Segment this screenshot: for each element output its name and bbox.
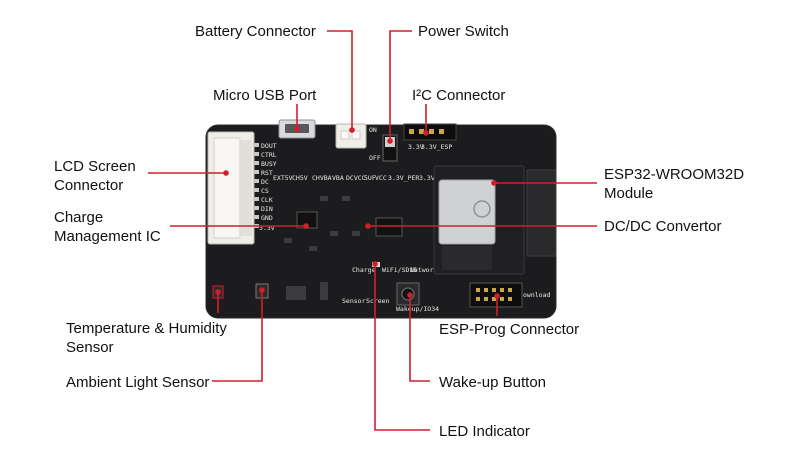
label-charge-management-ic: Charge Management IC (54, 208, 161, 246)
leader-led-dot (372, 261, 378, 267)
label-led-indicator: LED Indicator (439, 423, 530, 440)
leader-ambient-dot (259, 287, 265, 293)
dcdc-chip (375, 217, 403, 237)
label-charge-line1: Charge (54, 209, 104, 226)
silk-vcc: VCC (375, 174, 387, 182)
silk-download: ownload (523, 291, 550, 299)
silk-i2c-3v3: 3.3V (408, 143, 424, 151)
silk-i2c-3v3esp: 3.3V_ESP (421, 143, 452, 151)
leader-temp-dot (215, 289, 221, 295)
silk-gnd: GND (261, 214, 273, 222)
label-power-switch: Power Switch (418, 23, 509, 40)
silk-screen: Screen (366, 297, 390, 305)
leader-esp32-dot (491, 180, 497, 186)
silk-ch5v: CH5V (292, 174, 308, 182)
leader-charge-dot (303, 223, 309, 229)
silk-vba: VBA (332, 174, 344, 182)
silk-ctrl: CTRL (261, 151, 277, 159)
silk-wifi: WiFi/SD15 (382, 266, 417, 274)
silk-dcvcc: DCVCC (346, 174, 366, 182)
label-temp-line2: Sensor (66, 339, 114, 356)
leader-wakeup (409, 295, 430, 382)
label-wakeup-button: Wake-up Button (439, 374, 546, 391)
battery-connector (335, 123, 367, 149)
leader-battery-dot (349, 127, 355, 133)
silk-sensor: Sensor (342, 297, 366, 305)
leader-led (374, 264, 430, 431)
leader-usb-dot (294, 126, 300, 132)
leader-dcdc-dot (365, 223, 371, 229)
leader-espprog-dot (494, 293, 500, 299)
label-lcd-screen-connector: LCD Screen Connector (54, 157, 136, 195)
silk-3v3b: 3.3V (419, 174, 435, 182)
label-lcd-line2: Connector (54, 177, 124, 194)
silk-wakeup: Wakeup/IO34 (396, 305, 439, 313)
side-connector (526, 169, 557, 257)
i2c-header (403, 123, 457, 141)
silk-on: ON (369, 126, 377, 134)
silk-dout: DOUT (261, 142, 277, 150)
silk-chvba: CHVBA (312, 174, 332, 182)
label-i2c-connector: I²C Connector (412, 87, 506, 104)
esp32-wroom32d-module (433, 165, 525, 275)
leader-battery (327, 30, 353, 129)
label-dcdc-convertor: DC/DC Convertor (604, 218, 722, 235)
label-battery-connector: Battery Connector (195, 23, 316, 40)
label-charge-line2: Management IC (54, 228, 161, 245)
silk-charge: Charge (352, 266, 376, 274)
silk-dc: DC (261, 178, 269, 186)
leader-lines (148, 30, 597, 431)
silk-5uf: 5UF (364, 174, 376, 182)
leader-power (389, 30, 412, 141)
label-temp-line1: Temperature & Humidity (66, 320, 227, 337)
silk-3v3per: 3.3V_PER (388, 174, 419, 182)
label-esp32-line1: ESP32-WROOM32D (604, 166, 745, 183)
silk-3v3: 3.3V (259, 224, 275, 232)
leader-lcd-dot (223, 170, 229, 176)
silk-busy: BUSY (261, 160, 277, 168)
leader-ambient (212, 290, 263, 382)
silk-ext5v: EXT5V (273, 174, 293, 182)
leader-power-dot (387, 138, 393, 144)
silk-din: DIN (261, 205, 273, 213)
label-esp-prog-connector: ESP-Prog Connector (439, 321, 580, 338)
silk-network: Network/IO4 (410, 266, 453, 274)
misc-components (284, 196, 360, 300)
silk-clk: CLK (261, 196, 273, 204)
label-ambient-light-sensor: Ambient Light Sensor (66, 374, 210, 391)
silk-cs: CS (261, 187, 269, 195)
silk-rst: RST (261, 169, 273, 177)
label-temp-humidity-sensor: Temperature & Humidity Sensor (66, 319, 227, 357)
leader-wakeup-dot (407, 292, 413, 298)
silk-off: OFF (369, 154, 381, 162)
label-esp32-module: ESP32-WROOM32D Module (604, 165, 744, 203)
label-micro-usb-port: Micro USB Port (213, 87, 317, 104)
label-lcd-line1: LCD Screen (54, 158, 136, 175)
leader-i2c-dot (423, 130, 429, 136)
lcd-fpc-connector (207, 131, 255, 245)
label-esp32-line2: Module (604, 185, 654, 202)
